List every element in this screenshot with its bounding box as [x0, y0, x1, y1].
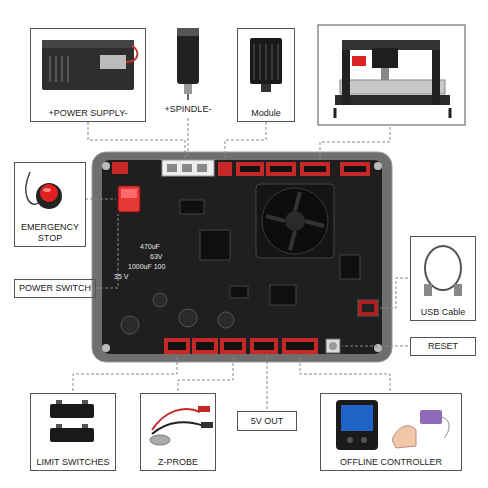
- cnc-machine-picture: [318, 25, 465, 125]
- leader-line: [267, 356, 268, 409]
- callout-label: +POWER SUPPLY-: [46, 108, 131, 118]
- callout-box: RESET: [410, 337, 476, 356]
- power-supply-picture: [42, 40, 137, 90]
- callout-label: Module: [248, 108, 284, 118]
- callout-label: EMERGENCY STOP: [15, 222, 85, 243]
- offline-controller-picture: [336, 400, 449, 450]
- silk-text: 35 V: [114, 273, 128, 280]
- limit-switch-picture: [50, 400, 94, 442]
- callout-label: Z-PROBE: [155, 457, 201, 467]
- callout-box: OFFLINE CONTROLLER: [320, 393, 462, 471]
- z-probe-picture: [150, 406, 213, 445]
- leader-lines: [73, 118, 408, 409]
- callout-box: Module: [237, 28, 295, 122]
- leader-line: [380, 278, 408, 308]
- leader-line: [342, 346, 408, 347]
- leader-line: [88, 122, 185, 158]
- leader-line: [188, 118, 189, 158]
- silk-text: 470uF: [140, 243, 160, 250]
- callout-label: 5V OUT: [248, 416, 287, 426]
- emergency-stop-picture: [26, 172, 62, 209]
- callout-label: USB Cable: [418, 307, 469, 317]
- callout-label: OFFLINE CONTROLLER: [337, 457, 445, 467]
- callout-box: Z-PROBE: [140, 393, 216, 471]
- usb-cable-picture: [424, 246, 462, 296]
- spindle-picture: [177, 28, 199, 100]
- callout-box: 5V OUT: [237, 411, 297, 431]
- controller-board: [92, 152, 392, 362]
- leader-line: [300, 356, 390, 391]
- callout-label: RESET: [425, 341, 461, 351]
- callout-label: LIMIT SWITCHES: [34, 457, 113, 467]
- laser-module-picture: [250, 38, 282, 92]
- part-label: +SPINDLE-: [165, 104, 212, 114]
- callout-box: LIMIT SWITCHES: [30, 393, 116, 471]
- callout-box: EMERGENCY STOP: [14, 162, 86, 247]
- silk-text: 1000uF 100: [128, 263, 165, 270]
- silk-text: 63V: [150, 253, 162, 260]
- leader-line: [225, 122, 266, 160]
- leader-line: [73, 356, 177, 391]
- callout-box: POWER SWITCH: [14, 279, 96, 298]
- callout-label: POWER SWITCH: [16, 283, 94, 293]
- leader-line: [85, 199, 116, 200]
- callout-box: +POWER SUPPLY-: [30, 28, 146, 122]
- callout-box: USB Cable: [410, 236, 476, 321]
- leader-line: [178, 356, 233, 391]
- leader-line: [320, 127, 390, 160]
